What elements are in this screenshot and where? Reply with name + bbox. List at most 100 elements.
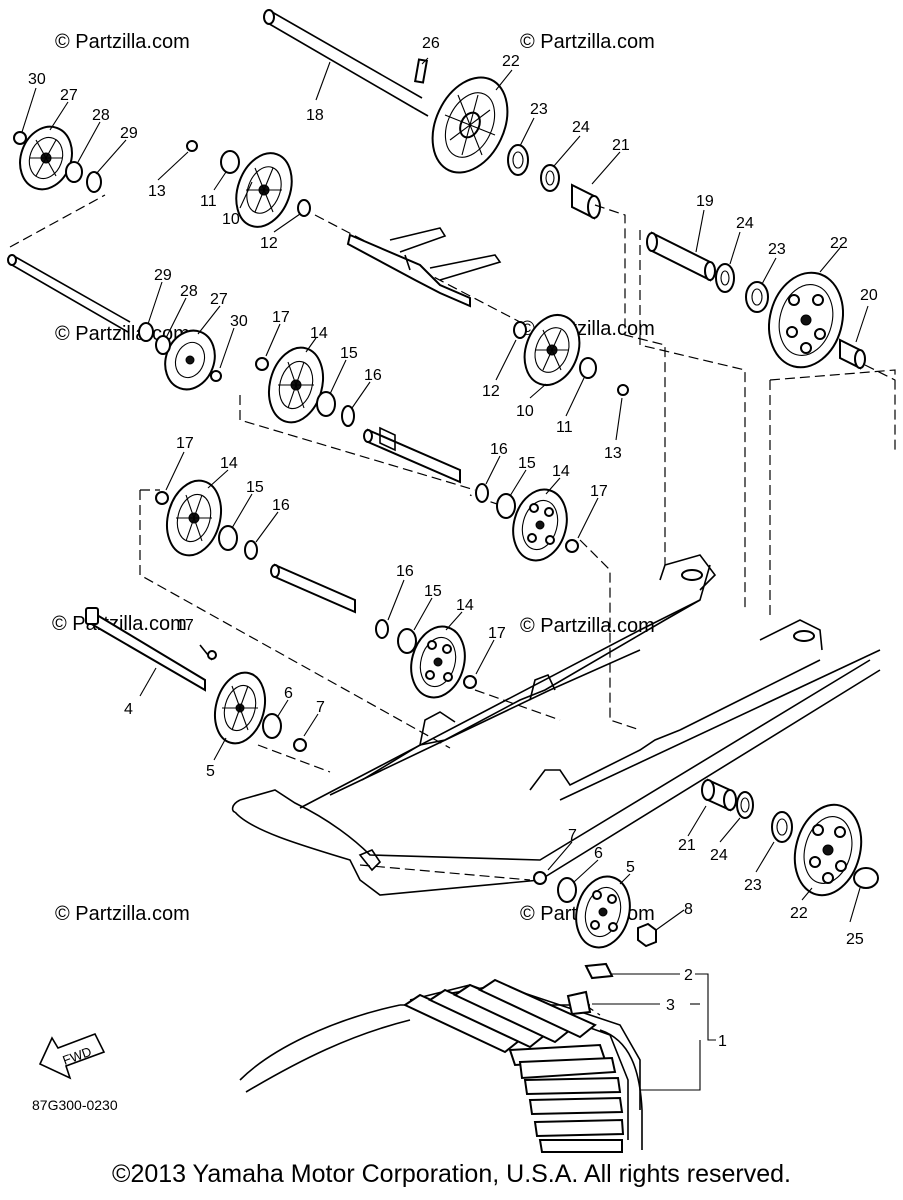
collar-24-right bbox=[715, 263, 735, 293]
bearing-23-lower bbox=[771, 811, 793, 843]
fwd-label: FWD bbox=[61, 1044, 94, 1068]
callout-23: 23 bbox=[768, 241, 786, 258]
drive-shaft bbox=[263, 9, 429, 117]
nut-30-mid bbox=[210, 370, 222, 382]
callout-16: 16 bbox=[364, 367, 382, 384]
callout-27: 27 bbox=[210, 291, 228, 308]
upper-bracket bbox=[346, 227, 502, 308]
nut-7-left bbox=[293, 738, 307, 752]
watermark: © Partzilla.com bbox=[55, 31, 190, 53]
small-bolt bbox=[199, 644, 217, 661]
nut-30-top bbox=[13, 131, 27, 145]
callout-19: 19 bbox=[696, 193, 714, 210]
guide-lines bbox=[9, 194, 896, 1016]
bearing-15-b bbox=[496, 493, 516, 519]
nut-17-b bbox=[565, 539, 579, 553]
spacer-21-lower bbox=[701, 778, 737, 812]
idler-wheel-14-c bbox=[166, 479, 222, 557]
callout-18: 18 bbox=[306, 107, 324, 124]
callout-13: 13 bbox=[604, 445, 622, 462]
callout-4: 4 bbox=[124, 701, 133, 718]
callout-23: 23 bbox=[530, 101, 548, 118]
collar-28-mid bbox=[155, 335, 171, 355]
callout-26: 26 bbox=[422, 35, 440, 52]
collar-12-mid bbox=[513, 321, 527, 339]
callout-17: 17 bbox=[488, 625, 506, 642]
idler-wheel-10-upper bbox=[235, 152, 293, 228]
idler-wheel-27-top bbox=[19, 125, 73, 191]
leader-lines bbox=[21, 57, 869, 1091]
callout-14: 14 bbox=[552, 463, 570, 480]
watermark: © Partzilla.com bbox=[520, 31, 655, 53]
callout-14: 14 bbox=[220, 455, 238, 472]
collar-16-c bbox=[244, 540, 258, 560]
sprocket-wheel-22-top bbox=[431, 76, 509, 174]
callout-22: 22 bbox=[830, 235, 848, 252]
callout-22: 22 bbox=[502, 53, 520, 70]
nut-17-d bbox=[463, 675, 477, 689]
callout-20: 20 bbox=[860, 287, 878, 304]
collar-24-lower bbox=[736, 791, 754, 819]
callout-16: 16 bbox=[490, 441, 508, 458]
callout-2: 2 bbox=[684, 967, 693, 984]
callout-3: 3 bbox=[666, 997, 675, 1014]
idler-wheel-5-lower bbox=[575, 875, 631, 949]
bolt-4 bbox=[85, 607, 206, 692]
pin-26 bbox=[413, 58, 429, 84]
slide-rail-frame bbox=[231, 554, 881, 896]
callout-10: 10 bbox=[516, 403, 534, 420]
spacer-20 bbox=[839, 338, 866, 370]
spacer-19 bbox=[646, 231, 716, 282]
sprocket-wheel-22-lower bbox=[793, 803, 863, 897]
bearing-23-top bbox=[507, 144, 529, 176]
callout-13: 13 bbox=[148, 183, 166, 200]
callout-30: 30 bbox=[28, 71, 46, 88]
callout-11: 11 bbox=[556, 419, 573, 436]
bearing-15-a bbox=[316, 391, 336, 417]
spacer-21-top bbox=[571, 183, 601, 220]
bearing-6-left bbox=[262, 713, 282, 739]
callout-17: 17 bbox=[176, 435, 194, 452]
callout-1: 1 bbox=[718, 1033, 727, 1050]
bearing-15-d bbox=[397, 628, 417, 654]
collar-28-top bbox=[65, 161, 83, 183]
callout-29: 29 bbox=[154, 267, 172, 284]
callout-17: 17 bbox=[272, 309, 290, 326]
callout-12: 12 bbox=[260, 235, 278, 252]
callout-numbers: 30 27 28 29 13 11 10 12 18 26 22 23 24 2… bbox=[28, 35, 878, 1050]
callout-6: 6 bbox=[284, 685, 293, 702]
watermark: © Partzilla.com bbox=[55, 323, 190, 345]
center-shaft-b bbox=[270, 563, 356, 614]
nut-7-lower bbox=[533, 871, 547, 885]
callout-14: 14 bbox=[456, 597, 474, 614]
bearing-29-top bbox=[86, 171, 102, 193]
callout-22: 22 bbox=[790, 905, 808, 922]
callout-15: 15 bbox=[246, 479, 264, 496]
callout-17: 17 bbox=[176, 617, 194, 634]
callout-12: 12 bbox=[482, 383, 500, 400]
collar-12-upper bbox=[297, 199, 311, 217]
bearing-11-mid bbox=[579, 357, 597, 379]
rear-axle-shaft bbox=[7, 254, 131, 333]
idler-wheel-14-d bbox=[410, 625, 466, 699]
callout-25: 25 bbox=[846, 931, 864, 948]
callout-28: 28 bbox=[92, 107, 110, 124]
callout-15: 15 bbox=[518, 455, 536, 472]
idler-wheel-14-a bbox=[268, 346, 324, 424]
callout-24: 24 bbox=[736, 215, 754, 232]
collar-16-a bbox=[341, 405, 355, 427]
callout-24: 24 bbox=[572, 119, 590, 136]
callout-30: 30 bbox=[230, 313, 248, 330]
copyright-notice: ©2013 Yamaha Motor Corporation, U.S.A. A… bbox=[112, 1160, 791, 1188]
sprocket-wheel-22-right bbox=[768, 271, 844, 369]
bearing-6-lower bbox=[557, 877, 577, 903]
clip-13-mid bbox=[617, 384, 629, 396]
callout-29: 29 bbox=[120, 125, 138, 142]
callout-15: 15 bbox=[424, 583, 442, 600]
callout-16: 16 bbox=[396, 563, 414, 580]
callout-23: 23 bbox=[744, 877, 762, 894]
nut-8 bbox=[637, 922, 657, 948]
callout-5: 5 bbox=[626, 859, 635, 876]
track-assembly bbox=[239, 978, 643, 1153]
